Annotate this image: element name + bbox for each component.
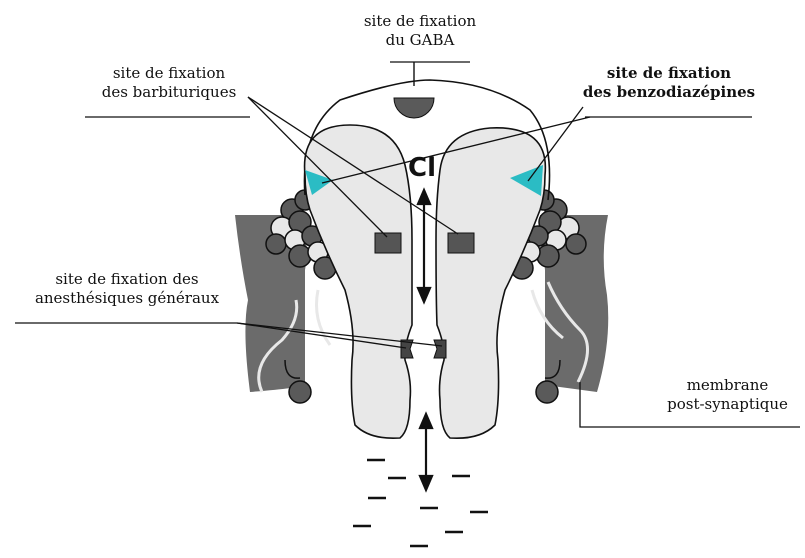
barb-site-right — [448, 233, 474, 253]
channel-arrow-upper — [418, 190, 430, 302]
channel-arrow-lower — [420, 414, 432, 490]
membrane-label-line1: membrane — [655, 376, 800, 395]
barb-site-left — [375, 233, 401, 253]
benzodiazepine-site-label-line2: des benzodiazépines — [580, 83, 758, 102]
bottom-bead-left — [289, 381, 311, 403]
barbiturate-site-label-line2: des barbituriques — [80, 83, 258, 102]
membrane-label-line2: post-synaptique — [655, 395, 800, 414]
chloride-ions-dashes — [353, 460, 488, 546]
membrane-label: membrane post-synaptique — [655, 376, 800, 414]
chloride-ion-label: Cl — [408, 153, 436, 183]
anesthetic-site-label: site de fixation des anesthésiques génér… — [12, 270, 242, 308]
anesthetic-site-label-line1: site de fixation des — [12, 270, 242, 289]
gaba-binding-site — [394, 98, 434, 118]
anesth-site-right — [434, 340, 446, 358]
gaba-site-label-line1: site de fixation — [330, 12, 510, 31]
gaba-site-label-line2: du GABA — [330, 31, 510, 50]
barbiturate-site-label: site de fixation des barbituriques — [80, 64, 258, 102]
barbiturate-site-label-line1: site de fixation — [80, 64, 258, 83]
gaba-site-label: site de fixation du GABA — [330, 12, 510, 50]
benzodiazepine-site-label-line1: site de fixation — [580, 64, 758, 83]
bottom-bead-right — [536, 381, 558, 403]
anesthetic-site-label-line2: anesthésiques généraux — [12, 289, 242, 308]
subunit-left — [305, 125, 412, 438]
benzodiazepine-site-label: site de fixation des benzodiazépines — [580, 64, 758, 102]
